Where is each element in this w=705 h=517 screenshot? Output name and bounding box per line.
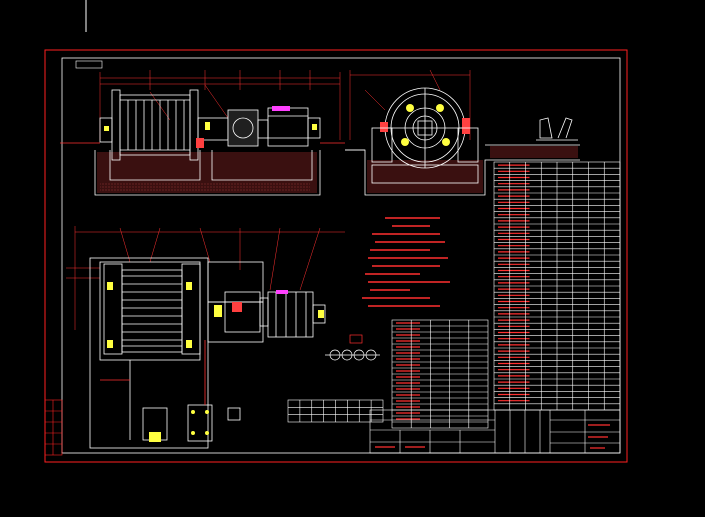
spec-table (391, 319, 489, 429)
notes-text-lines (362, 217, 450, 307)
plan-view (66, 226, 345, 449)
parts-list-table (493, 161, 621, 411)
small-table (287, 399, 384, 423)
front-highlights (104, 106, 317, 148)
side-view (345, 69, 580, 196)
side-gear-highlights (380, 104, 470, 146)
front-drum (111, 89, 199, 161)
title-block-marks (375, 424, 610, 449)
plan-drive-train (224, 291, 326, 338)
title-block (369, 409, 621, 454)
side-foundation (345, 144, 580, 196)
technical-notes (362, 217, 450, 307)
plan-view-dimensions (66, 226, 345, 330)
revision-stack (44, 399, 63, 456)
gear-detail (325, 334, 380, 361)
plan-lower-highlights (191, 410, 209, 435)
front-view (60, 70, 345, 196)
plan-lower-equipment (100, 340, 241, 442)
plan-highlights (107, 282, 324, 348)
title-tag-box (75, 60, 103, 69)
front-drive-train (60, 107, 345, 147)
side-operator-seat (536, 117, 578, 141)
side-base (371, 127, 479, 184)
outer-frame (44, 49, 628, 463)
plan-drum (103, 263, 201, 355)
front-foundation-texture (100, 182, 310, 192)
